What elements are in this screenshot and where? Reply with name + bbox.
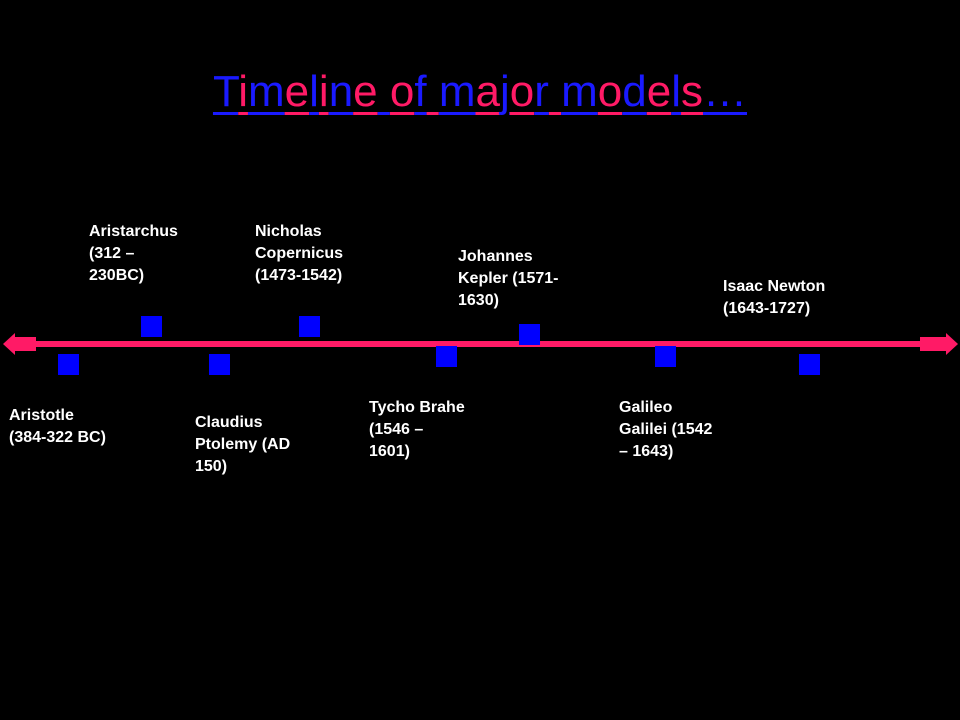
timeline-marker-copernicus — [299, 316, 320, 337]
title-letter: f — [414, 67, 427, 116]
timeline-marker-ptolemy — [209, 354, 230, 375]
timeline-arrow-left-body — [14, 337, 36, 351]
timeline-marker-kepler — [519, 324, 540, 345]
title-letter: j — [499, 67, 510, 116]
timeline-marker-aristarchus — [141, 316, 162, 337]
timeline-marker-aristotle — [58, 354, 79, 375]
title-letter: l — [309, 67, 319, 116]
title-letter: e — [284, 67, 310, 116]
page-title: Timeline of major models… — [0, 60, 960, 124]
title-letter: m — [438, 67, 476, 116]
title-letter: o — [389, 67, 415, 116]
title-letter: d — [622, 67, 647, 116]
event-label-galileo: Galileo Galilei (1542 – 1643) — [619, 399, 713, 460]
title-letter: r — [534, 67, 549, 116]
event-label-copernicus: Nicholas Copernicus (1473-1542) — [255, 223, 344, 284]
timeline-arrow-left-icon — [3, 333, 15, 355]
timeline-arrow-right-icon — [946, 333, 958, 355]
title-letter: l — [671, 67, 682, 116]
timeline-marker-newton — [799, 354, 820, 375]
title-letter: i — [318, 67, 329, 116]
title-letter: T — [212, 67, 239, 116]
title-letter — [549, 67, 561, 116]
title-letter: n — [328, 67, 354, 116]
timeline-axis — [30, 341, 922, 347]
timeline-marker-brahe — [436, 346, 457, 367]
title-letter: m — [561, 67, 598, 116]
title-letter — [378, 67, 390, 116]
title-letter — [427, 67, 439, 116]
title-letter: e — [353, 67, 378, 116]
event-label-kepler: Johannes Kepler (1571- 1630) — [458, 248, 559, 309]
timeline-marker-galileo — [655, 346, 676, 367]
title-letter: e — [646, 67, 672, 116]
title-letter: a — [475, 67, 500, 116]
timeline-arrow-right-body — [920, 337, 946, 351]
title-letter: m — [247, 67, 285, 116]
event-label-brahe: Tycho Brahe (1546 – 1601) — [369, 399, 465, 460]
title-letter: i — [238, 67, 248, 116]
event-label-aristarchus: Aristarchus (312 – 230BC) — [89, 223, 178, 284]
event-label-ptolemy: Claudius Ptolemy (AD 150) — [195, 414, 291, 475]
title-letter: o — [509, 67, 535, 116]
title-letter: o — [597, 67, 623, 116]
event-label-aristotle: Aristotle (384-322 BC) — [9, 407, 106, 446]
event-label-newton: Isaac Newton (1643-1727) — [723, 278, 826, 317]
title-text: Timeline of major models… — [213, 67, 747, 116]
title-letter: … — [703, 67, 748, 116]
title-letter: s — [681, 67, 704, 116]
